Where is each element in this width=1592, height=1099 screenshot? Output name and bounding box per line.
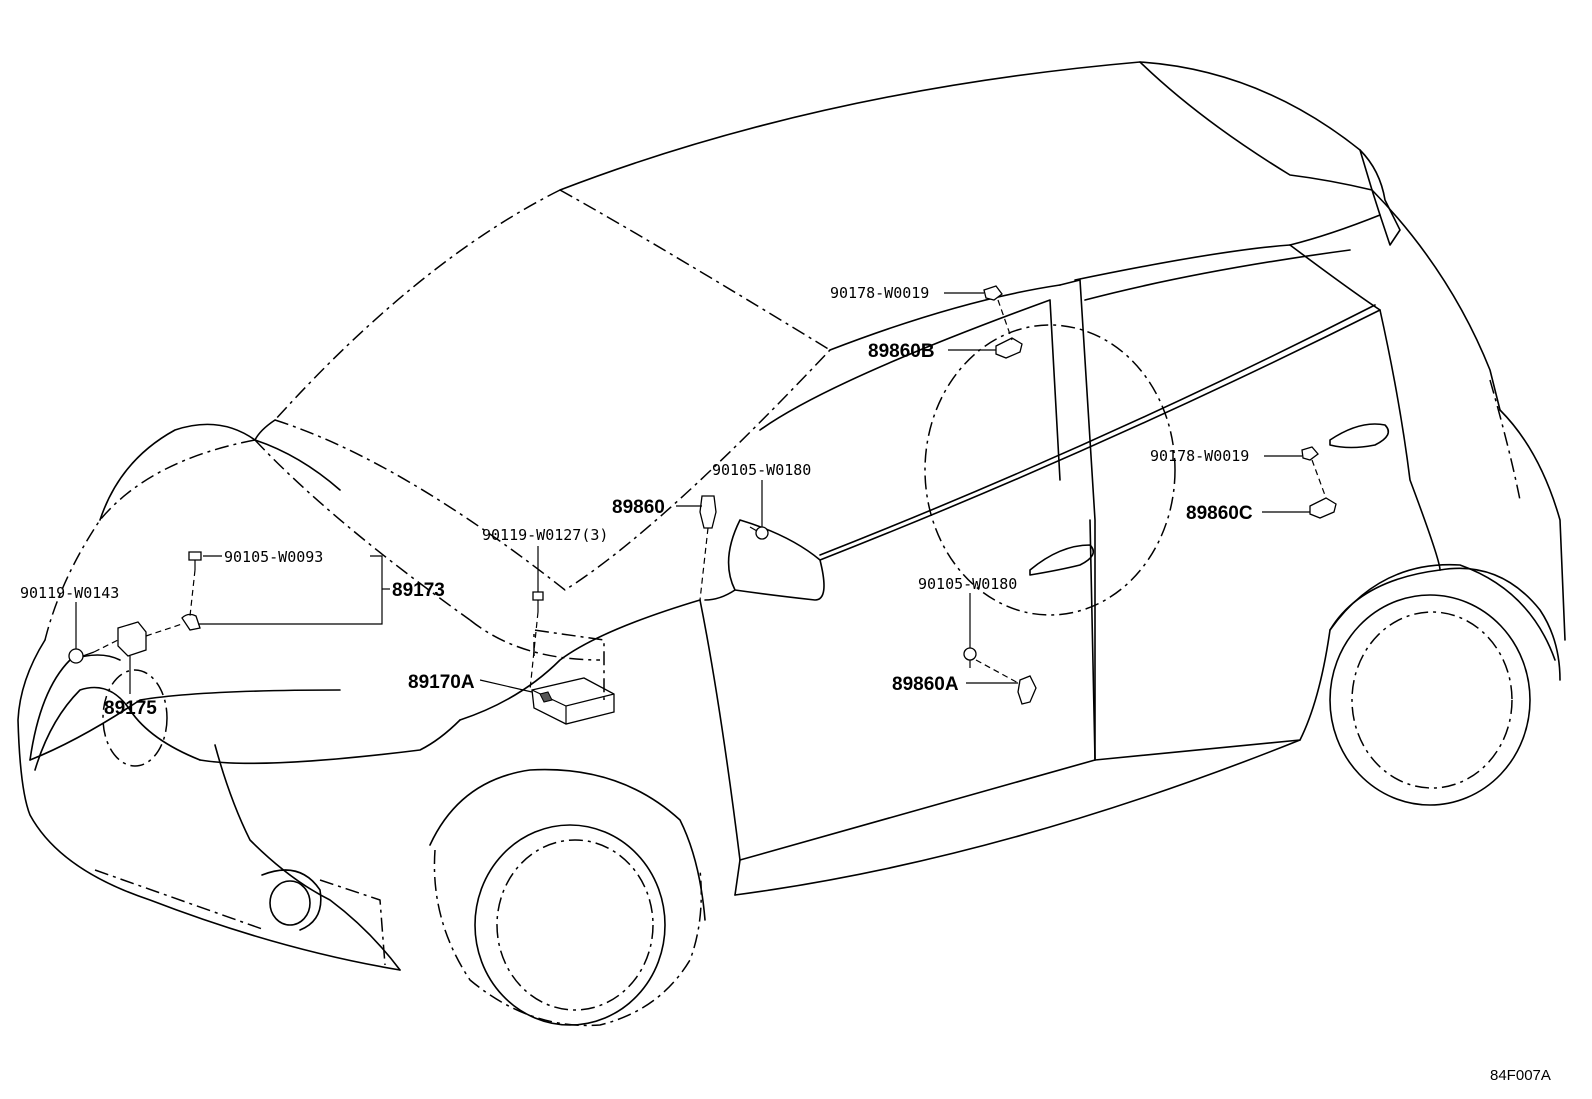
bracket-icon: [181, 613, 201, 631]
bolt-icon: [188, 551, 202, 561]
part-glyphs: [68, 285, 1337, 725]
label-89860c: 89860C: [1186, 503, 1253, 524]
figure-code: 84F007A: [1490, 1067, 1551, 1084]
label-90119-w0143: 90119-W0143: [20, 584, 119, 602]
label-89860a: 89860A: [892, 674, 959, 695]
detail-circles: [102, 324, 1176, 767]
label-90178-w0019-right: 90178-W0019: [1150, 447, 1249, 465]
label-89170a: 89170A: [408, 672, 475, 693]
label-90178-w0019-top: 90178-W0019: [830, 284, 929, 302]
label-90105-w0180-upper: 90105-W0180: [712, 461, 811, 479]
leader-lines: [75, 292, 1327, 694]
label-90105-w0180-lower: 90105-W0180: [918, 575, 1017, 593]
bolt-icon: [755, 526, 769, 540]
label-90105-w0093: 90105-W0093: [224, 548, 323, 566]
label-90119-w0127: 90119-W0127(3): [482, 526, 608, 544]
label-89173: 89173: [392, 580, 445, 601]
bolt-icon: [963, 647, 977, 661]
sensor-icon: [1017, 675, 1037, 705]
front-sensor-icon: [117, 621, 147, 657]
part-labels: 90178-W0019 89860B 90178-W0019 89860C 90…: [20, 284, 1551, 1084]
clip-icon: [983, 285, 1003, 301]
clip-icon: [1301, 446, 1319, 461]
bolt-icon: [532, 591, 544, 601]
bolt-icon: [68, 648, 84, 664]
airbag-ecu-icon: [531, 677, 615, 725]
sensor-icon: [995, 337, 1023, 359]
label-89860b: 89860B: [868, 341, 935, 362]
car-outline: [17, 61, 1566, 1027]
sensor-icon: [1309, 497, 1337, 519]
sensor-icon: [699, 495, 717, 529]
label-89175: 89175: [104, 698, 157, 719]
label-89860: 89860: [612, 497, 665, 518]
